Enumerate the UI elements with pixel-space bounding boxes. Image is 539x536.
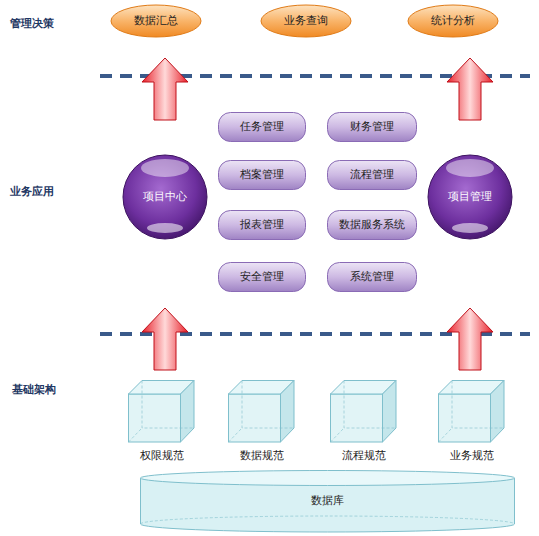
- cube-hidden-edge: [439, 428, 453, 442]
- pill-shape: [328, 113, 417, 142]
- cube-outline: [330, 380, 398, 442]
- node-text: 统计分析: [407, 14, 499, 28]
- ellipse-shape: [408, 5, 498, 37]
- pill-shape: [219, 263, 306, 292]
- node-text: 数据服务系统: [327, 218, 417, 232]
- circle-shape: [428, 155, 512, 239]
- node-text: 系统管理: [327, 270, 417, 284]
- pill-shape: [219, 113, 306, 142]
- cube-front: [229, 394, 281, 442]
- cube-shape: [331, 381, 397, 443]
- node-text: 数据规范: [218, 448, 306, 463]
- node-text: 业务规范: [428, 448, 516, 463]
- circle-highlight: [147, 223, 183, 233]
- cube-hidden-edge: [344, 381, 396, 429]
- standard-cube: 流程规范: [330, 380, 398, 464]
- cube-hidden-edge: [452, 381, 504, 429]
- standard-cube: 业务规范: [438, 380, 506, 464]
- cube-shape: [229, 381, 295, 443]
- pill-shape: [328, 263, 417, 292]
- circle-highlight: [141, 159, 189, 177]
- block-arrow: [447, 58, 493, 120]
- standard-cube: 权限规范: [128, 380, 196, 464]
- block-arrow: [447, 308, 493, 370]
- node-text: 项目管理: [427, 190, 513, 204]
- cube-side: [181, 381, 195, 443]
- cube-front: [331, 394, 383, 442]
- cube-front: [439, 394, 491, 442]
- circle-shape: [123, 155, 207, 239]
- module-pill: 报表管理: [218, 210, 306, 240]
- hub-circle: 项目管理: [427, 154, 513, 240]
- cube-front: [129, 394, 181, 442]
- circle-highlight: [446, 159, 494, 177]
- cube-outline: [228, 380, 296, 442]
- layer-label: 基础架构: [12, 382, 56, 397]
- cube-side: [281, 381, 295, 443]
- module-pill: 安全管理: [218, 262, 306, 292]
- ellipse-shape: [261, 5, 351, 37]
- decision-ellipse: 业务查询: [260, 4, 352, 38]
- node-text: 报表管理: [218, 218, 306, 232]
- node-text: 安全管理: [218, 270, 306, 284]
- cube-hidden-edge: [229, 428, 243, 442]
- node-text: 档案管理: [218, 168, 306, 182]
- ellipse-shape: [111, 5, 201, 37]
- module-pill: 财务管理: [327, 112, 417, 142]
- pill-shape: [219, 161, 306, 190]
- node-text: 流程管理: [327, 168, 417, 182]
- cube-side: [383, 381, 397, 443]
- node-text: 数据汇总: [110, 14, 202, 28]
- standard-cube: 数据规范: [228, 380, 296, 464]
- cube-hidden-edge: [142, 381, 194, 429]
- pill-shape: [219, 211, 306, 240]
- pill-shape: [328, 161, 417, 190]
- node-text: 财务管理: [327, 120, 417, 134]
- node-text: 业务查询: [260, 14, 352, 28]
- cylinder-hidden-edge: [141, 516, 515, 524]
- node-text: 流程规范: [320, 448, 408, 463]
- node-text: 任务管理: [218, 120, 306, 134]
- pill-shape: [328, 211, 417, 240]
- module-pill: 流程管理: [327, 160, 417, 190]
- hub-circle: 项目中心: [122, 154, 208, 240]
- cube-hidden-edge: [331, 428, 345, 442]
- layer-label: 业务应用: [10, 184, 54, 199]
- module-pill: 系统管理: [327, 262, 417, 292]
- block-arrow: [142, 308, 188, 370]
- module-pill: 档案管理: [218, 160, 306, 190]
- decision-ellipse: 数据汇总: [110, 4, 202, 38]
- module-pill: 任务管理: [218, 112, 306, 142]
- node-text: 权限规范: [118, 448, 206, 463]
- cube-shape: [129, 381, 195, 443]
- cylinder-top: [141, 471, 515, 486]
- cube-shape: [439, 381, 505, 443]
- cylinder-body: [141, 478, 515, 532]
- decision-ellipse: 统计分析: [407, 4, 499, 38]
- cube-side: [491, 381, 505, 443]
- layer-label: 管理决策: [10, 16, 54, 31]
- database-cylinder: 数据库: [140, 470, 515, 532]
- cube-hidden-edge: [242, 381, 294, 429]
- cube-outline: [438, 380, 506, 442]
- cube-hidden-edge: [129, 428, 143, 442]
- circle-highlight: [452, 223, 488, 233]
- cube-outline: [128, 380, 196, 442]
- block-arrow: [142, 58, 188, 120]
- module-pill: 数据服务系统: [327, 210, 417, 240]
- node-text: 项目中心: [122, 190, 208, 204]
- node-text: 数据库: [140, 494, 515, 508]
